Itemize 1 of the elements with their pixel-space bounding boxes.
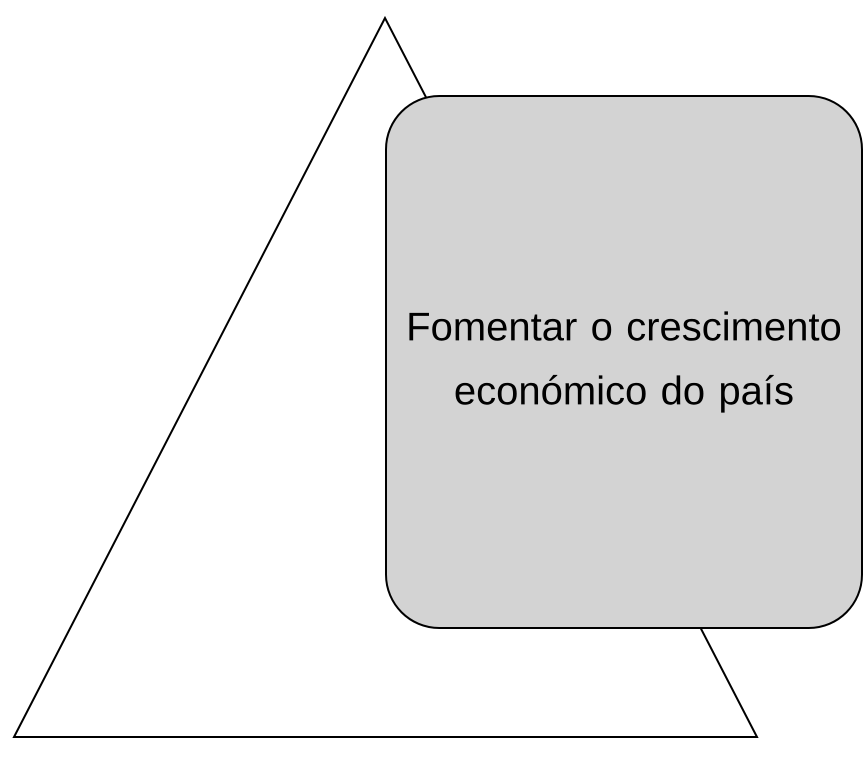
rounded-box: Fomentar o crescimento económico do país xyxy=(385,95,863,629)
